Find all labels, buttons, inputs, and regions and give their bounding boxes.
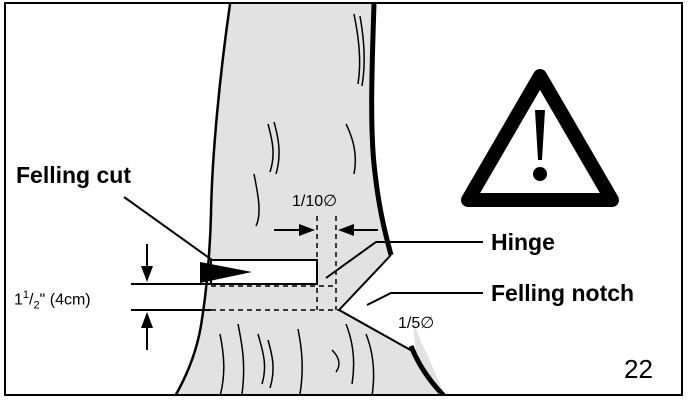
felling-notch-label: Felling notch: [491, 280, 635, 306]
height-slash: /: [29, 291, 34, 309]
hinge-width-arrows: [274, 224, 378, 236]
hinge-label: Hinge: [491, 229, 555, 255]
height-numerator: 1: [22, 289, 30, 301]
felling-cut-pointer: [123, 196, 213, 261]
bark-texture: [219, 13, 375, 394]
notch-top-line: [338, 254, 392, 311]
height-whole: 1: [14, 291, 23, 309]
figure-number: 22: [624, 354, 653, 384]
height-denominator: 2: [33, 299, 40, 312]
felling-cut-label: Felling cut: [16, 162, 131, 188]
notch-bottom-line: [338, 309, 415, 353]
felling-notch-wedge: [341, 255, 416, 352]
height-dimension: [131, 244, 211, 350]
trunk-right-edge-lower: [408, 345, 446, 394]
notch-fraction-label: 1/5∅: [398, 315, 435, 332]
felling-notch-pointer: [366, 292, 483, 306]
height-rest: " (4cm): [39, 291, 91, 309]
tree-felling-illustration: [123, 4, 619, 394]
hinge-pointer: [325, 241, 483, 279]
height-dimension-label: 11/2" (4cm): [14, 290, 91, 312]
trunk-right-edge-upper: [369, 4, 394, 256]
warning-triangle-icon: [461, 69, 619, 207]
dashed-guides: [211, 216, 339, 311]
trunk-left-edge: [174, 4, 232, 394]
saw-bar-wedge: [200, 262, 252, 283]
figure-frame: Felling cut 1/10∅ Hinge Felling notch 1/…: [4, 2, 683, 396]
hinge-fraction-label: 1/10∅: [292, 193, 338, 210]
